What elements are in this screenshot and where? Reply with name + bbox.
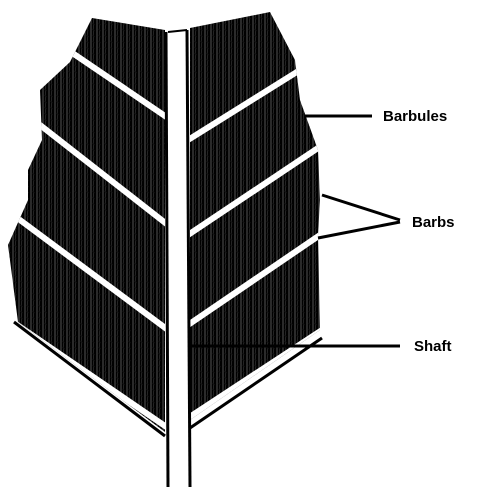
- shaft-label: Shaft: [414, 338, 452, 355]
- barbs-label: Barbs: [412, 214, 455, 231]
- right-vane-fill: [190, 12, 320, 420]
- right-vane: [188, 12, 322, 428]
- barbs-leader-line-lower: [318, 222, 400, 238]
- left-vane: [8, 18, 168, 436]
- barbules-label: Barbules: [383, 108, 447, 125]
- feather-shaft: [166, 30, 190, 487]
- barbs-leader-line-upper: [322, 195, 400, 220]
